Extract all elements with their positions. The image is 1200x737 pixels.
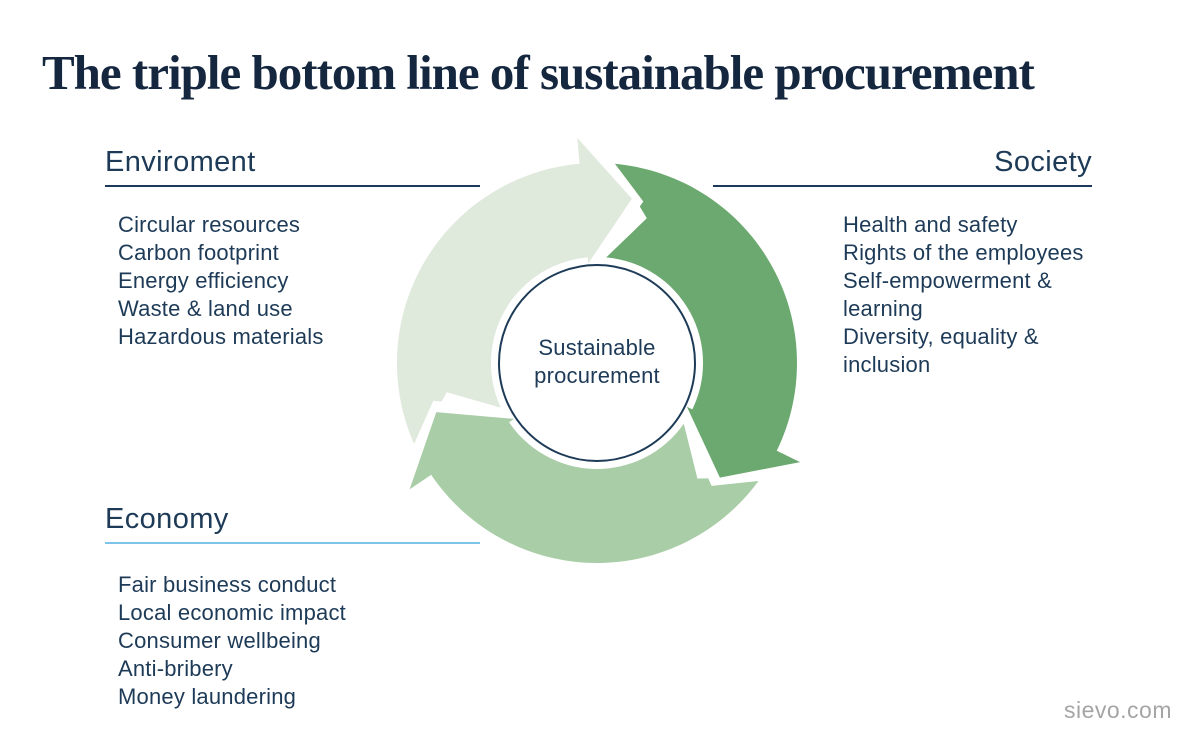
society-arrowhead [686, 406, 801, 478]
list-item: Consumer wellbeing [118, 628, 321, 653]
list-item: Local economic impact [118, 600, 346, 625]
economy-heading: Economy [105, 502, 480, 544]
list-item: Hazardous materials [118, 324, 324, 349]
economy-arc [427, 419, 761, 563]
list-item: Money laundering [118, 684, 297, 709]
section-economy: Economy Fair business conduct Local econ… [105, 502, 480, 711]
center-circle [498, 264, 696, 462]
society-heading: Society [713, 145, 1092, 187]
environment-arc [396, 163, 592, 448]
section-environment: Enviroment Circular resources Carbon foo… [105, 145, 480, 351]
list-item: Energy efficiency [118, 268, 289, 293]
environment-arrowhead [577, 137, 632, 264]
environment-heading: Enviroment [105, 145, 480, 187]
footer-watermark: sievo.com [1063, 697, 1172, 723]
list-item: Fair business conduct [118, 572, 337, 597]
cycle-diagram [393, 123, 809, 563]
environment-list: Circular resources Carbon footprint Ener… [105, 211, 480, 351]
page-title: The triple bottom line of sustainable pr… [42, 45, 1035, 100]
society-list: Health and safety Rights of the employee… [713, 211, 1092, 379]
center-label-line: Sustainable [538, 335, 656, 360]
economy-arrowhead [409, 412, 515, 490]
society-arc [606, 163, 797, 457]
section-society: Society Health and safety Rights of the … [713, 145, 1092, 379]
center-label-line: procurement [534, 363, 660, 388]
list-item: Waste & land use [118, 296, 293, 321]
list-item: Anti-bribery [118, 656, 233, 681]
economy-list: Fair business conduct Local economic imp… [105, 571, 480, 711]
list-item: Self-empowerment & learning [843, 268, 1053, 321]
list-item: Diversity, equality & inclusion [843, 324, 1039, 377]
list-item: Rights of the employees [843, 240, 1084, 265]
list-item: Circular resources [118, 212, 301, 237]
diagram-center-label: Sustainable procurement [497, 334, 697, 390]
list-item: Health and safety [843, 212, 1018, 237]
list-item: Carbon footprint [118, 240, 279, 265]
